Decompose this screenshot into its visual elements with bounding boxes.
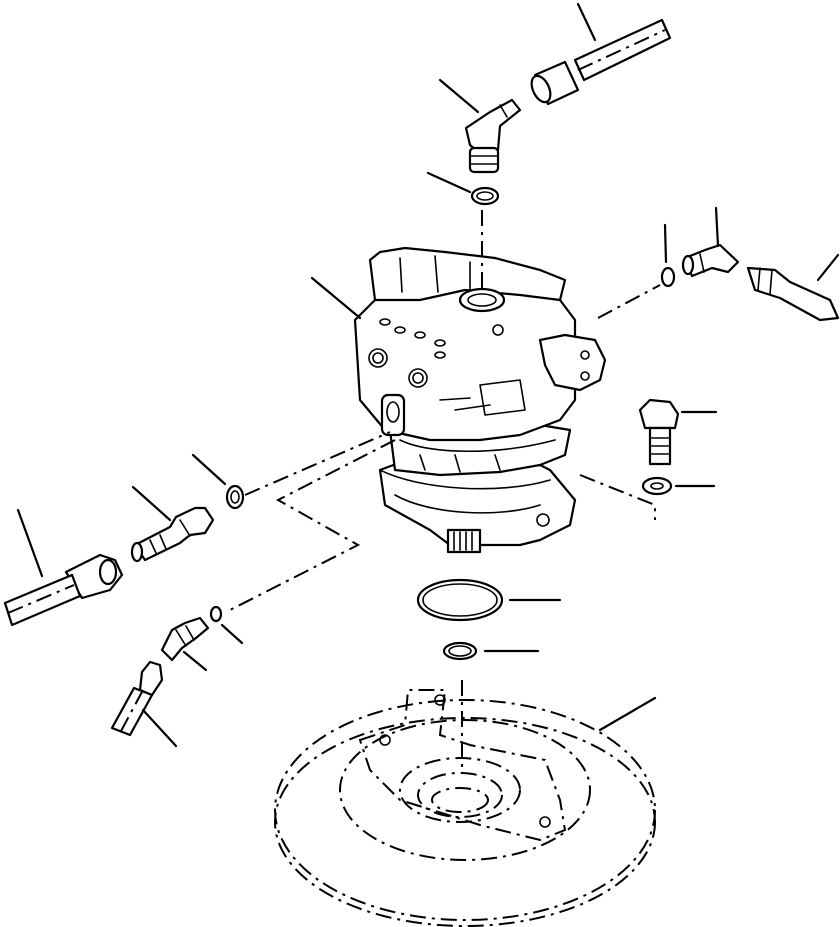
left-o-ring — [191, 453, 245, 510]
left-hose — [3, 508, 124, 627]
right-hose — [746, 253, 840, 322]
right-axis — [597, 284, 661, 319]
mounting-bolt — [638, 398, 718, 466]
motor-assembly — [310, 246, 607, 554]
leader-line-base — [598, 696, 657, 732]
small-axis — [229, 439, 396, 611]
lower-o-ring — [442, 641, 540, 661]
large-o-ring — [416, 578, 562, 622]
small-elbow-fitting — [160, 616, 210, 672]
left-connector — [130, 485, 215, 563]
small-o-ring — [209, 605, 244, 645]
right-elbow-fitting — [681, 206, 740, 278]
upper-elbow-fitting — [438, 78, 522, 174]
leader-line-motor — [310, 276, 362, 320]
upper-o-ring — [426, 171, 500, 206]
small-hose — [110, 660, 178, 748]
left-axis — [244, 431, 391, 496]
right-o-ring — [660, 223, 676, 288]
mounting-washer — [641, 476, 716, 496]
swing-base-housing — [274, 689, 657, 927]
upper-hose — [530, 2, 672, 106]
